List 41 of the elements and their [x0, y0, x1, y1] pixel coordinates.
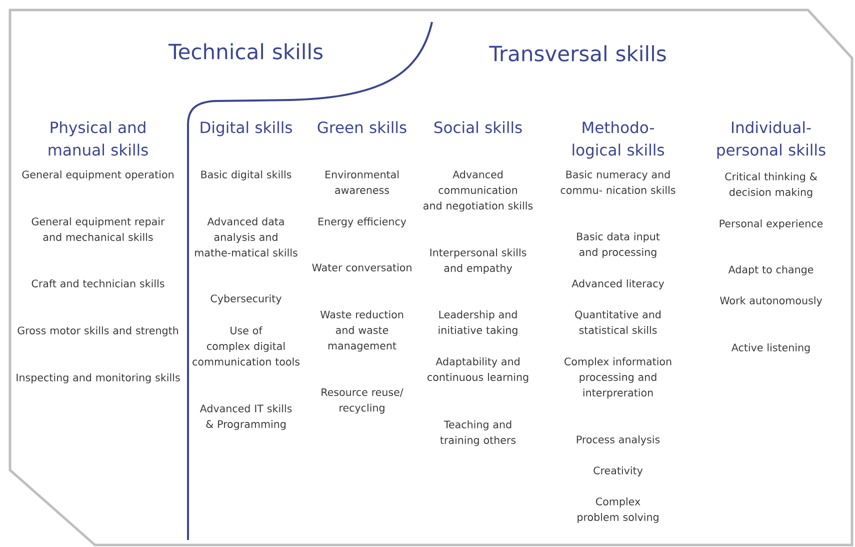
skill-item: Advanced data analysis and mathe-matical skills	[195, 217, 298, 257]
skill-item: Craft and technician skills	[32, 279, 164, 288]
skill-item: Creativity	[594, 466, 643, 476]
column-heading: Physical and manual skills	[48, 121, 148, 156]
column-heading: Social skills	[434, 121, 522, 134]
skill-item: Teaching and training others	[440, 420, 516, 446]
column-heading: Individual- personal skills	[717, 121, 826, 159]
skill-item: Basic digital skills	[201, 170, 292, 180]
heading-text: Technical skills	[168, 43, 322, 60]
skill-item: General equipment repair and mechanical skills	[32, 217, 165, 241]
skill-item: Water conversation	[312, 263, 412, 272]
skill-item: Energy efficiency	[318, 217, 406, 228]
skill-item: Inspecting and monitoring skills	[16, 373, 180, 384]
column-heading: Green skills	[318, 121, 406, 134]
skill-item: Adaptability and continuous learning	[428, 357, 528, 383]
skill-item: General equipment operation	[22, 170, 174, 180]
skill-item: Work autonomously	[720, 296, 822, 306]
skill-item: Critical thinking & decision making	[725, 172, 818, 198]
skill-item: Active listening	[731, 343, 810, 354]
skill-item: Quantitative and statistical skills	[575, 310, 660, 334]
skill-item: Interpersonal skills and empathy	[430, 248, 526, 274]
skill-item: Gross motor skills and strength	[18, 326, 178, 336]
skill-item: Use of complex digital communication tools	[192, 326, 300, 366]
skill-item: Process analysis	[576, 435, 660, 446]
skill-item: Cybersecurity	[210, 294, 282, 304]
skill-item: Complex information processing and interpreration	[564, 357, 672, 399]
skill-item: Basic numeracy and commu- nication skills	[560, 170, 676, 194]
column-heading: Digital skills	[200, 121, 292, 136]
skill-item: Advanced communication and negotiation skills	[424, 170, 533, 212]
skill-item: Complex problem solving	[578, 497, 658, 523]
skill-item: Environmental awareness	[326, 170, 399, 194]
skill-item: Waste reduction and waste management	[320, 310, 404, 352]
skill-item: Advanced literacy	[572, 279, 664, 290]
skill-item: Advanced IT skills & Programming	[200, 404, 292, 430]
column-heading: Methodo- logical skills	[572, 121, 664, 159]
skill-item: Resource reuse/ recycling	[322, 388, 404, 414]
heading-text: Transversal skills	[489, 45, 666, 62]
skill-item: Leadership and initiative taking	[438, 310, 518, 336]
skill-item: Personal experience	[720, 219, 823, 230]
skill-item: Adapt to change	[728, 265, 814, 276]
skill-item: Basic data input and processing	[577, 232, 660, 258]
